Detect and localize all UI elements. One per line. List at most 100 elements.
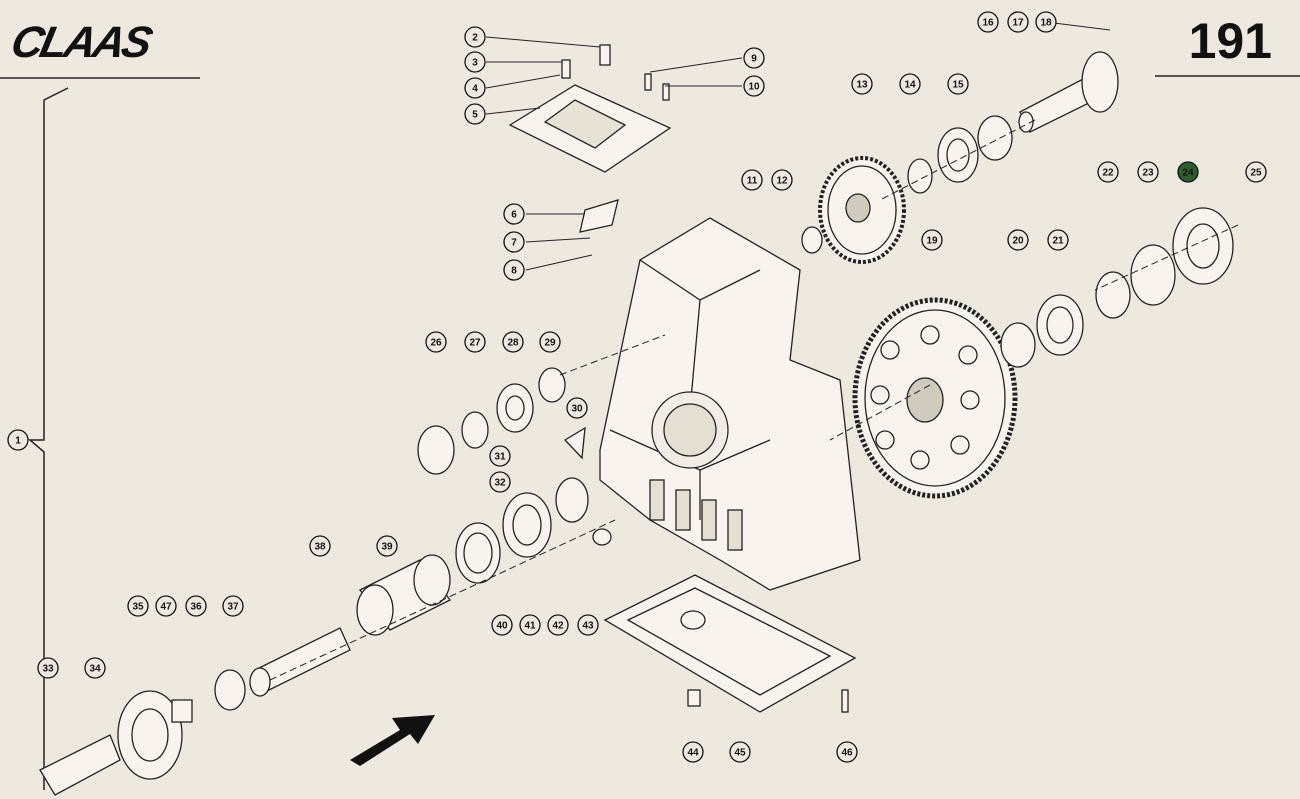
callout-40: 40 — [491, 614, 513, 636]
callout-number: 24 — [1182, 168, 1194, 179]
callout-number: 39 — [381, 542, 393, 553]
callout-number: 26 — [430, 338, 442, 349]
callout-circle — [921, 229, 943, 251]
callout-number: 21 — [1052, 236, 1064, 247]
callout-22: 22 — [1097, 161, 1119, 183]
callout-9: 9 — [743, 47, 765, 69]
callout-circle — [84, 657, 106, 679]
callout-circle — [503, 231, 525, 253]
callout-number: 29 — [544, 338, 556, 349]
gear-13 — [818, 156, 906, 264]
callout-circle — [489, 445, 511, 467]
callout-13: 13 — [851, 73, 873, 95]
callout-number: 33 — [42, 664, 54, 675]
callout-circle — [185, 595, 207, 617]
frame-lines — [0, 75, 1300, 790]
callout-circle — [491, 614, 513, 636]
callout-number: 15 — [952, 80, 964, 91]
callout-33: 33 — [37, 657, 59, 679]
callout-number: 46 — [841, 748, 853, 759]
callout-number: 1 — [15, 436, 21, 447]
callout-number: 2 — [472, 33, 478, 44]
callout-number: 22 — [1102, 168, 1114, 179]
callout-number: 25 — [1250, 168, 1262, 179]
callout-number: 31 — [494, 452, 506, 463]
callout-number: 16 — [982, 18, 994, 29]
callout-number: 11 — [747, 176, 758, 187]
callout-number: 5 — [472, 110, 478, 121]
callout-number: 3 — [472, 58, 478, 69]
bearings-right — [801, 115, 1234, 368]
callout-37: 37 — [222, 595, 244, 617]
callout-14: 14 — [899, 73, 921, 95]
callout-number: 18 — [1040, 18, 1052, 29]
callout-35: 35 — [127, 595, 149, 617]
callout-circle — [577, 614, 599, 636]
center-lines — [269, 119, 1239, 681]
callout-circle — [464, 77, 486, 99]
callout-circle — [489, 471, 511, 493]
callout-circle — [309, 535, 331, 557]
callout-1: 1 — [7, 429, 29, 451]
callout-2: 2 — [464, 26, 486, 48]
oil-pan — [603, 574, 857, 713]
callout-number: 17 — [1012, 18, 1024, 29]
callout-5: 5 — [464, 103, 486, 125]
callout-circle — [155, 595, 177, 617]
callout-circle — [519, 614, 541, 636]
callout-24: 24 — [1177, 161, 1199, 183]
callout-number: 37 — [227, 602, 239, 613]
callout-26: 26 — [425, 331, 447, 353]
callout-circle — [547, 614, 569, 636]
callout-39: 39 — [376, 535, 398, 557]
callout-circle — [7, 429, 29, 451]
callout-circle — [464, 26, 486, 48]
callout-circle — [977, 11, 999, 33]
callout-number: 28 — [507, 338, 519, 349]
callout-circle — [682, 741, 704, 763]
page-number: 191 — [1188, 13, 1272, 69]
callout-circle — [464, 331, 486, 353]
callout-28: 28 — [502, 331, 524, 353]
callout-circle — [376, 535, 398, 557]
callout-number: 32 — [494, 478, 506, 489]
callout-number: 43 — [582, 621, 594, 632]
callout-circle — [1035, 11, 1057, 33]
callout-34: 34 — [84, 657, 106, 679]
callout-number: 9 — [751, 54, 757, 65]
callout-circle — [851, 73, 873, 95]
callout-number: 12 — [776, 176, 788, 187]
callout-circle — [1245, 161, 1267, 183]
callout-44: 44 — [682, 741, 704, 763]
callout-circle — [503, 203, 525, 225]
callout-circle — [539, 331, 561, 353]
callout-8: 8 — [503, 259, 525, 281]
callout-4: 4 — [464, 77, 486, 99]
callout-number: 41 — [524, 621, 536, 632]
callout-31: 31 — [489, 445, 511, 467]
callout-7: 7 — [503, 231, 525, 253]
callout-18: 18 — [1035, 11, 1057, 33]
callout-circle — [1097, 161, 1119, 183]
callout-41: 41 — [519, 614, 541, 636]
callout-number: 47 — [160, 602, 172, 613]
callout-25: 25 — [1245, 161, 1267, 183]
callout-23: 23 — [1137, 161, 1159, 183]
callout-number: 7 — [511, 238, 517, 249]
callout-circle — [502, 331, 524, 353]
callout-42: 42 — [547, 614, 569, 636]
callout-number: 34 — [89, 664, 101, 675]
callout-circle — [771, 169, 793, 191]
leader-lines — [485, 21, 1111, 271]
callout-20: 20 — [1007, 229, 1029, 251]
callout-number: 27 — [469, 338, 481, 349]
callout-circle — [1137, 161, 1159, 183]
callout-30: 30 — [566, 397, 588, 419]
callout-12: 12 — [771, 169, 793, 191]
callout-number: 40 — [496, 621, 508, 632]
callout-number: 30 — [571, 404, 583, 415]
callout-circle — [425, 331, 447, 353]
callout-circle — [743, 75, 765, 97]
callout-15: 15 — [947, 73, 969, 95]
